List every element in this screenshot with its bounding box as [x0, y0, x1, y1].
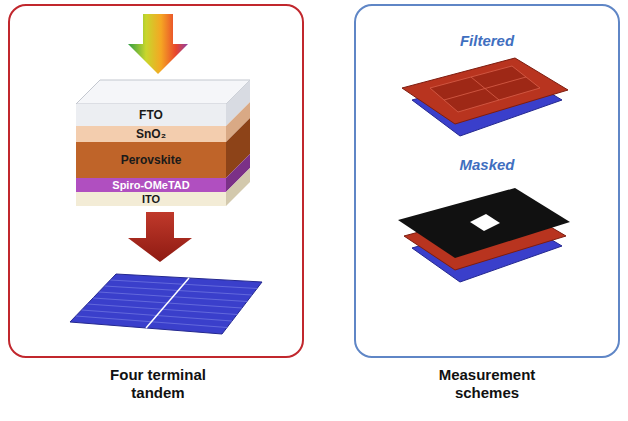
stack-top-face [76, 80, 250, 104]
layer-label: SnO₂ [136, 128, 166, 140]
mask [398, 188, 570, 258]
perovskite-layer: Perovskite [76, 142, 226, 178]
transmitted-arrow [128, 212, 192, 262]
panel-caption: Measurement schemes [422, 366, 552, 402]
stack-side-face [226, 168, 250, 206]
layer-label: ITO [142, 194, 160, 205]
layer-label: Spiro-OMeTAD [112, 180, 189, 191]
panel-caption: Four terminal tandem [83, 366, 233, 402]
busbar [146, 278, 189, 328]
sno2-layer: SnO₂ [76, 126, 226, 142]
mask-aperture [470, 214, 500, 231]
spiro-layer: Spiro-OMeTAD [76, 178, 226, 192]
light-arrow [128, 14, 188, 74]
device-panel: FTOSnO₂PerovskiteSpiro-OMeTADITOFour ter… [8, 4, 304, 358]
silicon-cell [70, 274, 262, 334]
ito-layer: ITO [76, 192, 226, 206]
layer-label: FTO [139, 109, 163, 121]
scheme-label: Masked [356, 156, 618, 173]
scheme-panel: FilteredMaskedMeasurement schemes [354, 4, 620, 358]
filter-window [430, 66, 540, 112]
fto-layer: FTO [76, 104, 226, 126]
filter-plate [402, 58, 568, 124]
filter-line [444, 77, 526, 100]
scheme-label: Filtered [356, 32, 618, 49]
layer-label: Perovskite [121, 154, 182, 166]
